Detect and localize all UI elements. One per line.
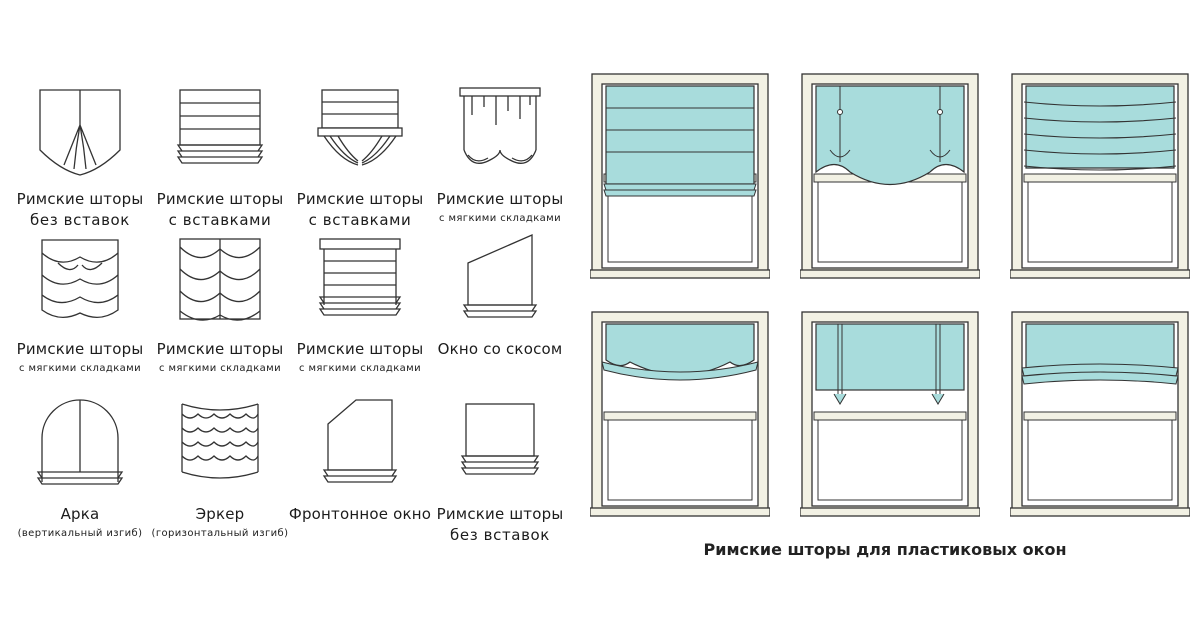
cell-title: Римские шторы — [156, 190, 284, 208]
cell-title: Римские шторы — [296, 190, 424, 208]
roman-shade-no-inserts-icon — [39, 89, 121, 176]
window-shade-balloon-icon — [590, 311, 770, 517]
cell-title: Римские шторы — [296, 340, 424, 358]
shade-cell: Окно со скосом — [430, 234, 570, 385]
cell-subtitle: с мягкими складками — [438, 213, 562, 224]
gable-window-icon — [322, 399, 398, 483]
cell-title: Римские шторы — [156, 340, 284, 358]
roman-shade-soft-folds-swag-icon — [41, 239, 119, 318]
window-shade-relaxed-icon — [1010, 311, 1190, 517]
shade-cell: Римские шторы с мягкими складками — [430, 85, 570, 235]
right-panel-title: Римские шторы для пластиковых окон — [703, 540, 1067, 559]
roman-shade-inserts-fan-icon — [317, 89, 403, 166]
cell-subtitle: без вставок — [450, 526, 550, 544]
cell-subtitle: без вставок — [30, 211, 130, 229]
window-shade-tieup-icon — [800, 73, 980, 279]
cell-title: Римские шторы — [16, 190, 144, 208]
roman-shade-inserts-icon — [176, 89, 264, 164]
window-stacked-shade — [1010, 72, 1190, 302]
arch-window-icon — [36, 399, 124, 485]
bay-window-icon — [181, 403, 259, 479]
shade-cell: Эркер (горизонтальный изгиб) — [150, 400, 290, 550]
window-tie-up-shade — [800, 72, 980, 302]
slanted-window-icon — [462, 234, 538, 318]
cell-subtitle: с мягкими складками — [18, 363, 142, 374]
cell-title: Арка — [60, 505, 100, 523]
shade-cell: Римские шторы с вставками — [290, 85, 430, 235]
shade-cell: Римские шторы с мягкими складками — [150, 235, 290, 385]
cell-title: Римские шторы — [436, 190, 564, 208]
roman-shade-plain-icon — [460, 403, 540, 475]
shade-cell: Фронтонное окно — [289, 399, 431, 550]
window-balloon-shade — [590, 310, 770, 540]
window-relaxed-shade — [1010, 310, 1190, 540]
shade-cell: Римские шторы без вставок — [10, 85, 150, 235]
shade-cell: Римские шторы с мягкими складками — [10, 235, 150, 385]
cell-subtitle: (вертикальный изгиб) — [17, 528, 143, 539]
window-flat-fold-shade — [590, 72, 770, 302]
shade-cell: Римские шторы с мягкими складками — [290, 235, 430, 385]
cell-subtitle: с мягкими складками — [298, 363, 422, 374]
window-tab-tie-shade — [800, 310, 980, 540]
cell-title: Римские шторы — [436, 505, 564, 523]
cell-subtitle: с вставками — [308, 211, 412, 229]
roman-shade-soft-folds-stack-icon — [318, 238, 402, 316]
window-shade-flat-icon — [590, 73, 770, 279]
shade-cell: Римские шторы с вставками — [150, 85, 290, 235]
shade-cell: Арка (вертикальный изгиб) — [10, 399, 150, 550]
cell-subtitle: с мягкими складками — [158, 363, 282, 374]
roman-shade-soft-folds-tiers-icon — [179, 238, 261, 321]
window-shade-tabtie-icon — [800, 311, 980, 517]
window-shade-stacked-icon — [1010, 73, 1190, 279]
cell-subtitle: (горизонтальный изгиб) — [151, 528, 289, 539]
cell-title: Эркер — [195, 505, 245, 523]
cell-title: Фронтонное окно — [288, 505, 432, 523]
shade-cell: Римские шторы без вставок — [430, 400, 570, 550]
cell-title: Римские шторы — [16, 340, 144, 358]
cell-title: Окно со скосом — [437, 340, 563, 358]
cell-subtitle: с вставками — [168, 211, 272, 229]
roman-shade-soft-folds-icon — [459, 87, 541, 164]
